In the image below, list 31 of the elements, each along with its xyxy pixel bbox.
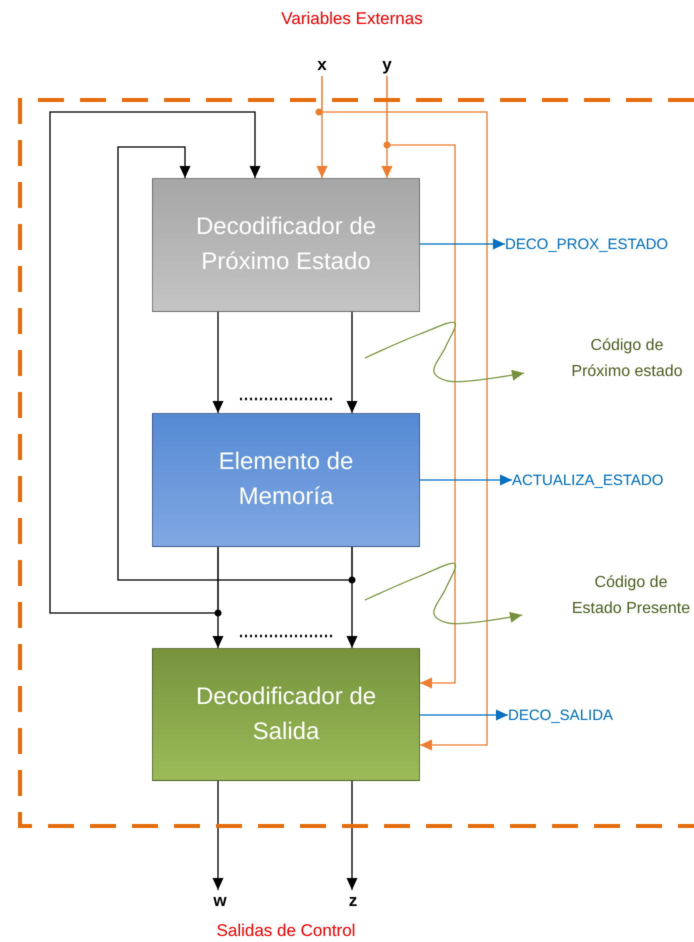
leader-arrow <box>364 322 524 382</box>
input-label: x <box>313 54 331 76</box>
connector-arrow <box>212 312 224 413</box>
connector-arrow <box>346 312 358 413</box>
group-caption: Variables Externas <box>281 9 423 29</box>
input-label: y <box>378 54 396 76</box>
leader-arrow <box>364 562 522 624</box>
decoder-block <box>152 178 420 312</box>
connector-arrow <box>346 781 358 890</box>
connector-arrow <box>420 474 512 486</box>
block-label: Decodificador de Próximo Estado <box>194 212 378 277</box>
connector-arrow <box>49 111 260 614</box>
connector-arrow <box>420 238 505 250</box>
system-boundary <box>18 98 694 828</box>
decoder-block <box>152 648 420 781</box>
connector-arrow <box>386 76 456 688</box>
group-caption: Salidas de Control <box>216 921 356 941</box>
connector-arrow <box>420 710 508 720</box>
block-label: Decodificador de Salida <box>194 682 378 746</box>
output-label: w <box>210 890 230 912</box>
connector-arrow <box>117 146 353 581</box>
block-label: Elemento de Memoría <box>218 447 354 512</box>
signal-label: DECO_PROX_ESTADO <box>505 233 694 255</box>
signal-label: ACTUALIZA_ESTADO <box>512 469 694 491</box>
signal-label: DECO_SALIDA <box>508 704 628 726</box>
output-label: z <box>344 890 362 912</box>
memory-block <box>152 413 420 547</box>
bus-annotation: Código de Estado Presente <box>522 570 694 622</box>
bus-annotation: Código de Próximo estado <box>524 333 690 385</box>
connector-arrow <box>321 76 488 750</box>
connector-arrow <box>212 781 224 890</box>
